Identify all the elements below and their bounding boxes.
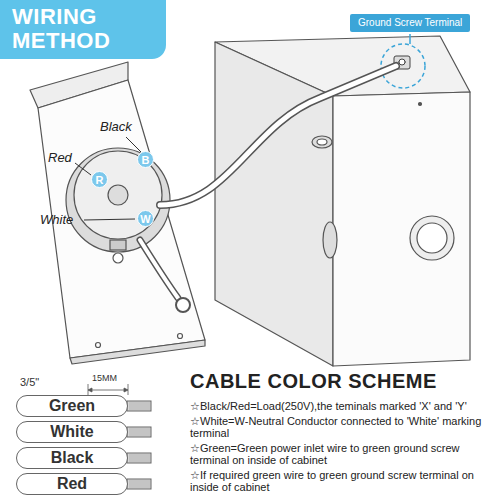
wire-name: White [40, 212, 73, 227]
dimension-marks-part [88, 388, 92, 392]
stripped-ends-part [129, 433, 150, 434]
stripped-ends-part [127, 453, 151, 463]
leader-lines [75, 137, 141, 220]
cabinet-part [419, 103, 422, 106]
stripped-ends-part [129, 431, 150, 432]
stripped-ends-part [129, 483, 150, 484]
cabinet-part [215, 42, 333, 366]
leader-lines-part [75, 163, 91, 175]
wire-color-bar: White [16, 421, 128, 443]
note-text: ☆Green=Green power inlet wire to green g… [190, 442, 496, 466]
terminal-marker: B [137, 151, 154, 168]
power-cable-part [176, 298, 190, 312]
leader-lines-part [84, 219, 135, 220]
cabinet-part [317, 139, 327, 145]
stripped-ends-part [129, 405, 150, 406]
cabinet-part [333, 92, 470, 366]
power-cable [140, 66, 396, 312]
power-cable-part [140, 240, 178, 298]
cabinet-part [312, 136, 332, 148]
power-inlet-part [110, 240, 126, 250]
cabinet-part [323, 222, 337, 258]
title-banner: WIRING METHOD [0, 0, 166, 59]
note-text: ☆White=W-Neutral Conductor connected to … [190, 415, 496, 439]
node-text: Black [51, 449, 94, 466]
stripped-ends-part [129, 487, 150, 488]
node-text: Green [49, 397, 95, 414]
stripped-ends-part [129, 485, 150, 486]
inlet-plate-part [96, 343, 101, 348]
wire-name: Red [48, 150, 72, 165]
stripped-ends-part [129, 455, 150, 456]
ground-screw-part [399, 59, 405, 65]
stripped-ends-part [129, 461, 150, 462]
callout-leader [409, 34, 411, 44]
power-cable-part [160, 66, 396, 205]
wire-color-bar: Red [16, 473, 128, 495]
dimension-marks [88, 384, 128, 395]
stripped-ends-part [127, 401, 151, 411]
power-inlet-part [74, 151, 162, 239]
node-text: Ground Screw Terminal [358, 17, 462, 28]
wire-name: Black [100, 119, 132, 134]
inlet-plate-part [38, 80, 205, 358]
wire-color-bar: Green [16, 395, 128, 417]
stripped-ends-part [127, 479, 151, 489]
dimension: 15MM [92, 373, 117, 383]
stripped-ends-part [129, 435, 150, 436]
dimension: 3/5" [20, 376, 39, 388]
wire-color-bar: Black [16, 447, 128, 469]
leader-lines-part [126, 137, 141, 152]
node-text: W [140, 213, 150, 225]
dimension-marks-part [90, 390, 126, 391]
node-text: Red [57, 475, 87, 492]
note-text: ☆If required green wire to green ground … [190, 469, 496, 493]
inlet-plate-part [178, 334, 183, 339]
stripped-ends [127, 401, 151, 489]
dimension-marks-part [124, 388, 128, 392]
stripped-ends-part [129, 429, 150, 430]
stripped-ends-part [129, 409, 150, 410]
power-inlet [66, 148, 170, 263]
cabinet-part [410, 216, 454, 260]
stripped-ends-part [129, 481, 150, 482]
terminal-marker: R [91, 171, 108, 188]
stripped-ends-part [127, 427, 151, 437]
terminal-marker: W [137, 210, 154, 227]
cabinet-part [417, 223, 447, 253]
stripped-ends-part [129, 457, 150, 458]
power-inlet-part [66, 148, 170, 252]
callout-box: Ground Screw Terminal [350, 14, 470, 32]
stripped-ends-part [129, 403, 150, 404]
section-heading: CABLE COLOR SCHEME [190, 370, 437, 393]
node-text: R [96, 174, 104, 186]
stripped-ends-part [129, 407, 150, 408]
power-cable-part [160, 66, 396, 205]
stripped-ends-part [129, 459, 150, 460]
node-text: B [142, 154, 150, 166]
notes: ☆Black/Red=Load(250V),the teminals marke… [190, 400, 496, 496]
power-inlet-part [113, 253, 123, 263]
note-text: ☆Black/Red=Load(250V),the teminals marke… [190, 400, 496, 412]
power-inlet-part [108, 185, 128, 205]
node-text: White [50, 423, 94, 440]
power-cable-part [140, 240, 178, 298]
inlet-plate-part [70, 340, 205, 364]
inlet-plate [30, 62, 205, 364]
